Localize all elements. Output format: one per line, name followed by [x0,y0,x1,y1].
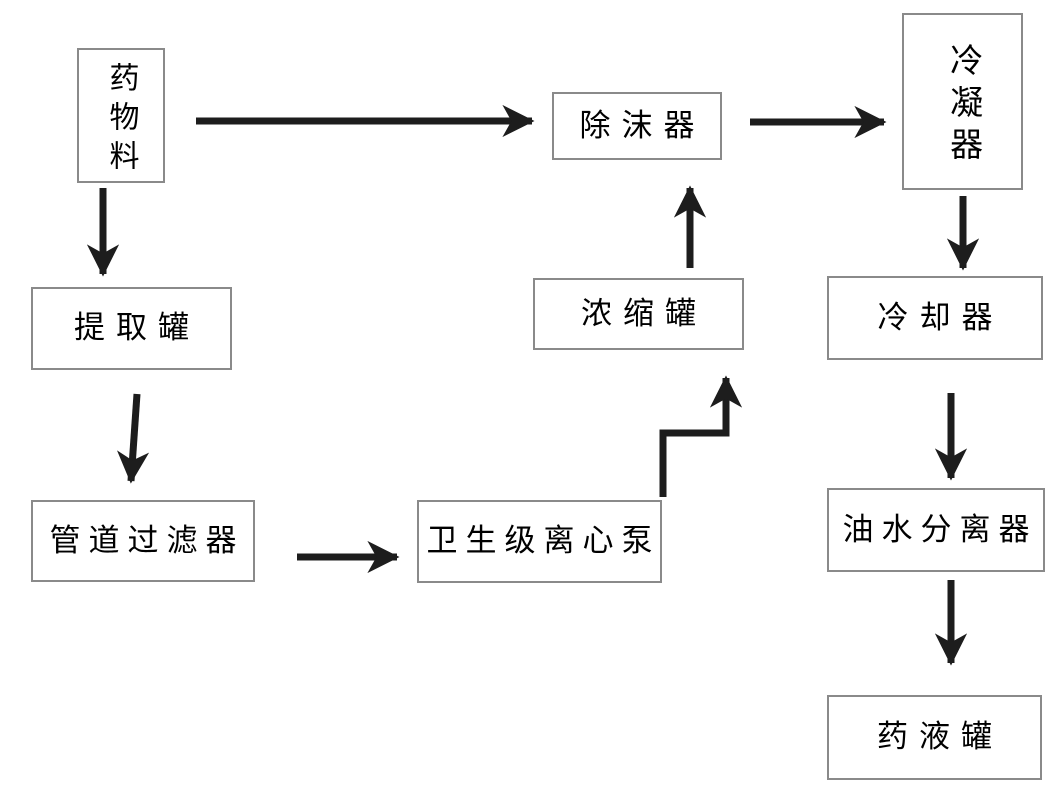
node-liquid-tank: 药液罐 [827,695,1042,780]
arrow-extraction-tank-to-pipe-filter [116,393,150,484]
node-oil-water-separator-label: 油水分离器 [842,511,1038,547]
node-extraction-tank-label: 提取罐 [74,310,200,346]
node-centrifugal-pump: 卫生级离心泵 [417,500,662,583]
node-material: 药物料 [77,48,165,183]
node-concentration-tank-label: 浓缩罐 [581,295,707,331]
node-concentration-tank: 浓缩罐 [533,278,744,350]
node-pipe-filter: 管道过滤器 [31,500,255,582]
node-extraction-tank: 提取罐 [31,287,232,370]
node-demister: 除沫器 [552,92,722,160]
node-material-label: 药物料 [104,61,138,179]
node-condenser: 冷凝器 [902,13,1023,190]
node-oil-water-separator: 油水分离器 [827,488,1045,572]
node-cooler: 冷却器 [827,276,1043,360]
node-cooler-label: 冷却器 [877,299,1004,335]
node-liquid-tank-label: 药液罐 [877,719,1003,755]
node-centrifugal-pump-label: 卫生级离心泵 [426,523,661,559]
arrow-pump-to-concentration-tank [659,375,743,497]
node-condenser-label: 冷凝器 [944,43,981,169]
node-pipe-filter-label: 管道过滤器 [49,522,245,558]
node-demister-label: 除沫器 [579,107,706,143]
